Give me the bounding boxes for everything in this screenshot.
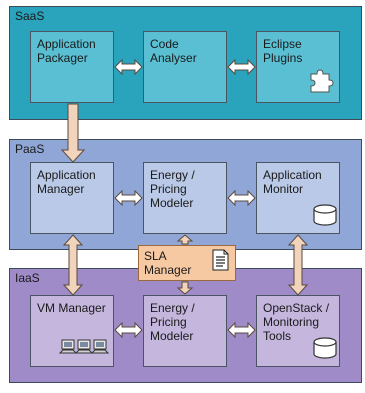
arrow-sla-paas-modeler [176, 234, 194, 245]
arrow-monitor-openstack [287, 234, 309, 296]
code-analyser-label: Code Analyser [150, 37, 197, 65]
code-analyser-box: Code Analyser [143, 31, 227, 103]
arrow-packager-to-appmanager [60, 103, 86, 163]
saas-layer-label: SaaS [15, 9, 45, 23]
database-icon [313, 204, 337, 226]
database-icon [313, 337, 337, 359]
application-packager-box: Application Packager [30, 31, 114, 103]
openstack-monitoring-tools-label: OpenStack / Monitoring Tools [263, 301, 330, 343]
iaas-layer-label: IaaS [15, 271, 40, 285]
arrow-appmanager-vm [62, 234, 84, 296]
puzzle-icon [310, 69, 334, 93]
paas-energy-pricing-modeler-label: Energy / Pricing Modeler [150, 168, 195, 210]
arrow-vm-modeler [114, 321, 143, 339]
document-icon [212, 249, 229, 271]
arrow-packager-analyser [114, 58, 143, 76]
computers-icon [58, 339, 110, 354]
arrow-appmanager-modeler [114, 189, 143, 207]
arrow-modeler-openstack [227, 321, 256, 339]
eclipse-plugins-label: Eclipse Plugins [263, 37, 303, 65]
arrow-sla-iaas-modeler [176, 281, 194, 295]
application-packager-label: Application Packager [37, 37, 96, 65]
arrow-analyser-plugins [227, 58, 256, 76]
paas-energy-pricing-modeler-box: Energy / Pricing Modeler [143, 162, 227, 234]
sla-manager-label: SLA Manager [144, 249, 192, 277]
application-manager-box: Application Manager [30, 162, 114, 234]
application-monitor-label: Application Monitor [263, 168, 322, 196]
arrow-modeler-monitor [227, 189, 256, 207]
vm-manager-box: VM Manager [30, 295, 114, 367]
vm-manager-label: VM Manager [37, 301, 106, 315]
iaas-energy-pricing-modeler-label: Energy / Pricing Modeler [150, 301, 195, 343]
application-monitor-box: Application Monitor [256, 162, 340, 234]
application-manager-label: Application Manager [37, 168, 96, 196]
iaas-energy-pricing-modeler-box: Energy / Pricing Modeler [143, 295, 227, 367]
paas-layer-label: PaaS [15, 142, 45, 156]
